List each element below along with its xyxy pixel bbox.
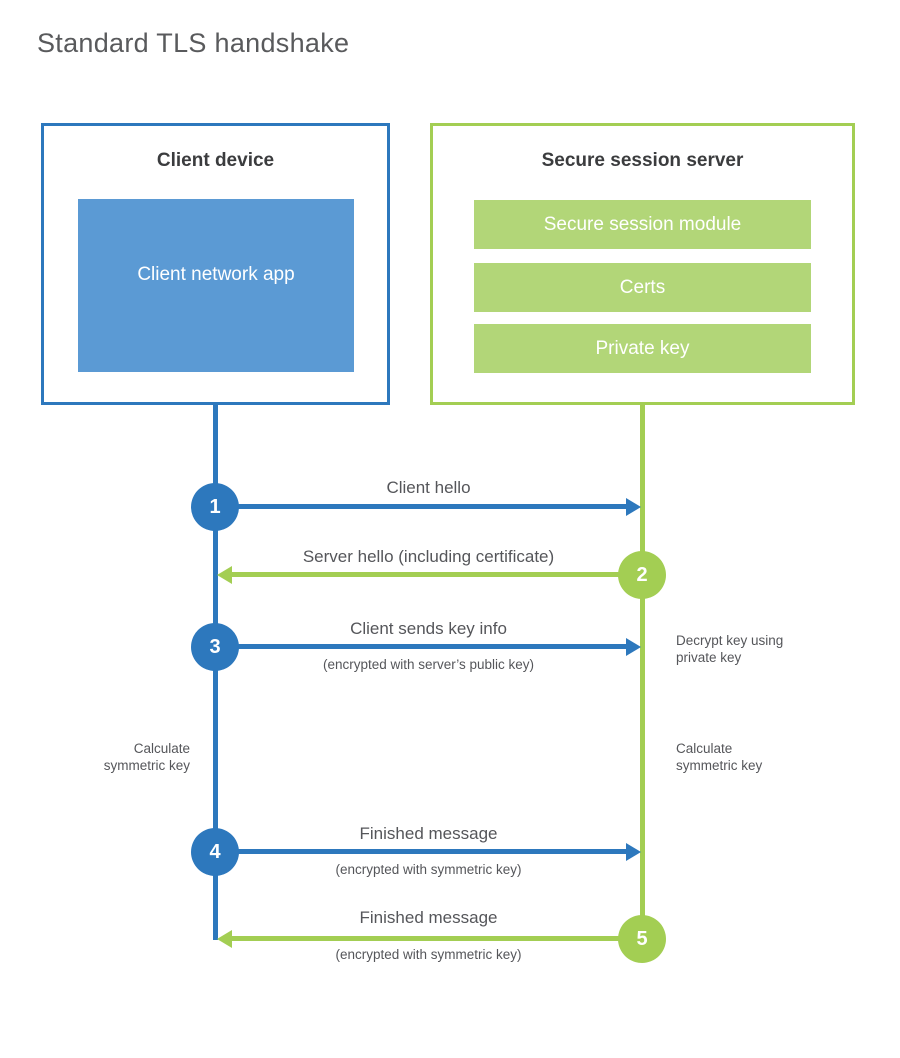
client-network-app-box: Client network app (78, 199, 354, 372)
client-network-app-label: Client network app (137, 263, 295, 285)
message-arrow-line (217, 644, 627, 649)
server-module-label: Secure session module (543, 213, 742, 235)
client-lifeline (213, 405, 218, 940)
message-arrow-line (217, 849, 627, 854)
message-arrow-line (232, 572, 642, 577)
arrowhead-right-icon (626, 498, 641, 516)
step-circle-2: 2 (618, 551, 666, 599)
step-circle-1: 1 (191, 483, 239, 531)
server-module-certs: Certs (474, 263, 811, 312)
message-sublabel: (encrypted with symmetric key) (335, 947, 522, 962)
server-lifeline (640, 405, 645, 939)
secure-session-server-title: Secure session server (541, 150, 744, 171)
step-circle-5: 5 (618, 915, 666, 963)
arrowhead-right-icon (626, 843, 641, 861)
arrowhead-right-icon (626, 638, 641, 656)
secure-session-server-box: Secure session server Secure session mod… (430, 123, 855, 405)
message-label: Client sends key info (350, 619, 507, 638)
page-title: Standard TLS handshake (37, 28, 350, 58)
message-label: Server hello (including certificate) (302, 547, 555, 566)
message-sublabel: (encrypted with symmetric key) (335, 862, 522, 877)
message-label: Finished message (359, 908, 498, 927)
client-device-box: Client device Client network app (41, 123, 390, 405)
client-device-title: Client device (156, 150, 275, 171)
arrowhead-left-icon (217, 930, 232, 948)
note-decrypt-key: Decrypt key using private key (676, 633, 784, 665)
message-label: Client hello (386, 478, 471, 497)
arrowhead-left-icon (217, 566, 232, 584)
message-arrow-line (217, 504, 627, 509)
note-calculate-symmetric-key-server: Calculate symmetric key (676, 741, 763, 773)
server-module-label: Certs (619, 276, 666, 298)
server-module-label: Private key (595, 337, 690, 359)
server-module-secure-session: Secure session module (474, 200, 811, 249)
note-calculate-symmetric-key-client: Calculate symmetric key (103, 741, 190, 773)
step-circle-4: 4 (191, 828, 239, 876)
step-circle-3: 3 (191, 623, 239, 671)
message-arrow-line (232, 936, 642, 941)
server-module-private-key: Private key (474, 324, 811, 373)
message-sublabel: (encrypted with server’s public key) (322, 657, 535, 672)
message-label: Finished message (359, 824, 498, 843)
